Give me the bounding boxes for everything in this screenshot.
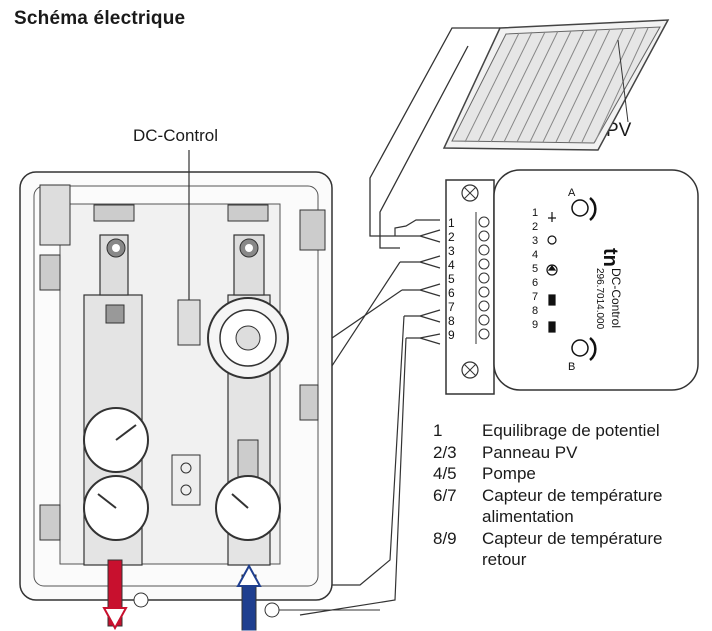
controller-code: 296.7014.000 xyxy=(594,268,605,330)
sensor-b-icon xyxy=(571,337,597,361)
legend-text: Panneau PV xyxy=(482,442,578,462)
legend-text: Pompe xyxy=(482,464,536,483)
pv-panel xyxy=(442,19,670,151)
pv-label: PV xyxy=(606,120,632,141)
legend-item: 2/3 Panneau PV xyxy=(433,442,663,464)
legend-text: Equilibrage de potentiel xyxy=(482,421,660,440)
legend-item: 1 Equilibrage de potentiel xyxy=(433,420,663,442)
terminal-6: 6 xyxy=(448,286,455,300)
dc-control-label: DC-Control xyxy=(133,126,219,145)
terminal-8: 8 xyxy=(448,314,455,328)
legend: 1 Equilibrage de potentiel 2/3 Panneau P… xyxy=(433,420,663,571)
legend-num: 8/9 xyxy=(433,528,457,548)
legend-num: 6/7 xyxy=(433,485,457,505)
page-title: Schéma électrique xyxy=(14,8,186,29)
pump-station xyxy=(19,150,333,601)
pv-cables xyxy=(369,27,500,249)
sensor-a-icon xyxy=(571,197,597,221)
legend-num: 2/3 xyxy=(433,442,457,462)
legend-text: Capteur de température xyxy=(482,485,663,505)
legend-item: 6/7 Capteur de température xyxy=(433,485,663,507)
terminal-numbers: 1 2 3 4 5 6 7 8 9 xyxy=(448,216,458,342)
tn-logo: tn xyxy=(599,248,621,267)
sensor-a-label: A xyxy=(568,187,576,199)
return-pipe xyxy=(236,563,262,631)
terminal-2: 2 xyxy=(448,230,455,244)
terminal-5: 5 xyxy=(448,272,455,286)
legend-text-cont: alimentation xyxy=(482,507,574,526)
terminal-7: 7 xyxy=(448,300,455,314)
legend-text-cont: retour xyxy=(482,550,527,569)
legend-num: 4/5 xyxy=(433,464,457,483)
legend-text: Capteur de température xyxy=(482,528,663,548)
symbol-numbers: 1 2 3 4 5 6 7 8 9 xyxy=(532,207,541,331)
supply-pipe xyxy=(102,559,128,631)
terminal-1: 1 xyxy=(448,216,455,230)
terminal-4: 4 xyxy=(448,258,455,272)
sensor-b-label: B xyxy=(568,361,575,373)
terminal-3: 3 xyxy=(448,244,455,258)
controller-model: DC-Control xyxy=(609,268,623,328)
dc-control-unit: 1 2 3 4 5 6 7 8 9 1 2 3 4 5 6 7 8 9 xyxy=(445,169,699,395)
legend-item: 4/5 Pompe xyxy=(433,463,663,485)
terminal-9: 9 xyxy=(448,328,455,342)
legend-num: 1 xyxy=(433,421,443,440)
legend-item: 8/9 Capteur de température xyxy=(433,528,663,550)
